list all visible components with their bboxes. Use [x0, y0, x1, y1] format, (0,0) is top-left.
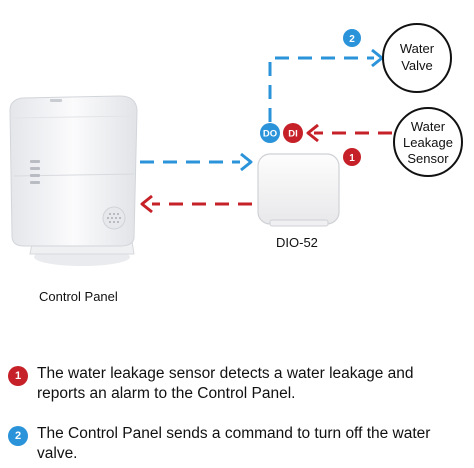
arrow-sensor-to-di	[306, 123, 392, 143]
arrow-control-panel-to-dio	[140, 152, 253, 172]
panel-vent	[30, 160, 40, 184]
dio-52-device	[257, 153, 340, 227]
port-do-badge: DO	[260, 123, 280, 143]
step-2-badge: 2	[343, 29, 361, 47]
port-do-label: DO	[263, 129, 277, 140]
port-di-label: DI	[288, 129, 298, 140]
step-1-number: 1	[349, 153, 355, 164]
step-1-badge: 1	[343, 148, 361, 166]
control-panel-label: Control Panel	[39, 289, 118, 304]
step-2-note: 2 The Control Panel sends a command to t…	[8, 424, 464, 464]
leak-sensor-node: Water Leakage Sensor	[393, 107, 463, 177]
port-di-badge: DI	[283, 123, 303, 143]
step-2-number: 2	[349, 34, 355, 45]
control-panel-device	[9, 95, 138, 266]
water-valve-label-line-2: Valve	[401, 58, 433, 73]
step-1-note-text: The water leakage sensor detects a water…	[37, 365, 414, 402]
step-1-note: 1 The water leakage sensor detects a wat…	[8, 364, 464, 404]
panel-speaker-grille	[102, 206, 126, 230]
arrow-dio-to-control-panel	[140, 194, 252, 214]
water-valve-label-line-1: Water	[400, 41, 435, 56]
leak-sensor-label-line-3: Sensor	[407, 151, 449, 166]
step-2-note-badge: 2	[8, 426, 28, 446]
arrow-do-to-water-valve	[268, 48, 384, 122]
water-valve-node: Water Valve	[382, 23, 452, 93]
dio-52-label: DIO-52	[276, 235, 318, 250]
leak-sensor-label-line-1: Water	[411, 119, 446, 134]
step-1-note-badge: 1	[8, 366, 28, 386]
leak-sensor-label-line-2: Leakage	[403, 135, 453, 150]
step-2-note-text: The Control Panel sends a command to tur…	[37, 425, 431, 462]
